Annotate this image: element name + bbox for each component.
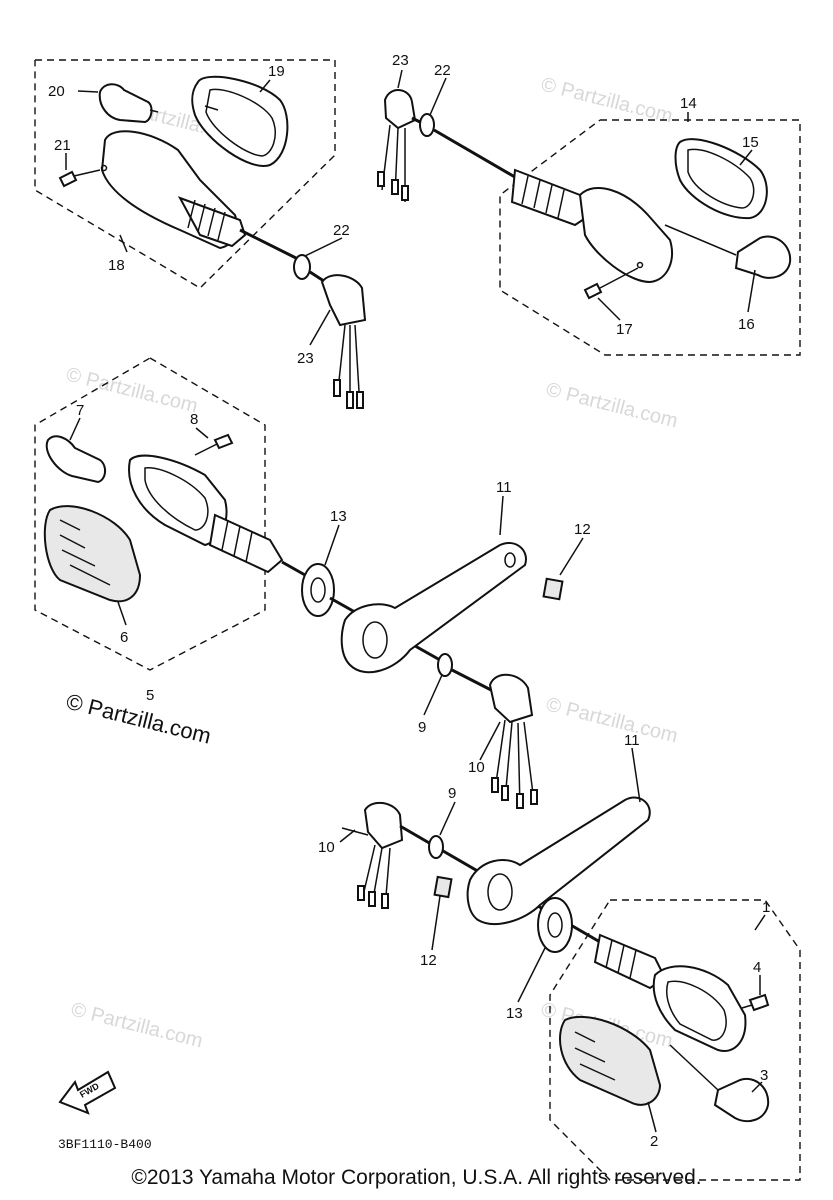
assembly-18 bbox=[34, 59, 367, 409]
callout-2: 2 bbox=[650, 1133, 658, 1150]
fwd-arrow-icon: FWD bbox=[58, 1070, 117, 1115]
callout-21: 21 bbox=[54, 137, 71, 154]
leader-lines bbox=[65, 69, 766, 1133]
callout-23: 23 bbox=[297, 350, 314, 367]
center-mount-upper bbox=[301, 542, 564, 809]
assembly-1 bbox=[549, 899, 801, 1181]
callout-10: 10 bbox=[318, 839, 335, 856]
callout-23: 23 bbox=[392, 52, 409, 69]
callout-4: 4 bbox=[753, 959, 761, 976]
watermark: © Partzilla.com bbox=[69, 999, 205, 1053]
assembly-5 bbox=[34, 357, 306, 671]
watermark: © Partzilla.com bbox=[544, 379, 680, 433]
callout-12: 12 bbox=[420, 952, 437, 969]
callout-3: 3 bbox=[760, 1067, 768, 1084]
callout-11: 11 bbox=[624, 732, 640, 749]
callout-1: 1 bbox=[762, 899, 770, 916]
callout-10: 10 bbox=[468, 759, 485, 776]
callout-7: 7 bbox=[76, 402, 84, 419]
callout-5: 5 bbox=[146, 687, 154, 704]
diagram-code: 3BF1110-B400 bbox=[58, 1137, 152, 1152]
callout-18: 18 bbox=[108, 257, 125, 274]
callout-8: 8 bbox=[190, 411, 198, 428]
callout-22: 22 bbox=[434, 62, 451, 79]
callout-labels: 20 19 21 18 22 23 23 22 14 15 16 17 7 8 … bbox=[48, 52, 770, 1150]
callout-9: 9 bbox=[418, 719, 426, 736]
callout-19: 19 bbox=[268, 63, 285, 80]
callout-16: 16 bbox=[738, 316, 755, 333]
center-mount-lower bbox=[341, 796, 651, 953]
callout-14: 14 bbox=[680, 95, 697, 112]
copyright-notice: ©2013 Yamaha Motor Corporation, U.S.A. A… bbox=[131, 1166, 702, 1189]
callout-17: 17 bbox=[616, 321, 633, 338]
callout-22: 22 bbox=[333, 222, 350, 239]
callout-13: 13 bbox=[506, 1005, 523, 1022]
callout-15: 15 bbox=[742, 134, 759, 151]
callout-20: 20 bbox=[48, 83, 65, 100]
callout-9: 9 bbox=[448, 785, 456, 802]
callout-6: 6 bbox=[120, 629, 128, 646]
callout-11: 11 bbox=[496, 479, 512, 496]
callout-13: 13 bbox=[330, 508, 347, 525]
watermark: © Partzilla.com bbox=[544, 694, 680, 748]
watermark-main: © Partzilla.com bbox=[64, 689, 214, 749]
assembly-14 bbox=[377, 89, 801, 356]
callout-12: 12 bbox=[574, 521, 591, 538]
